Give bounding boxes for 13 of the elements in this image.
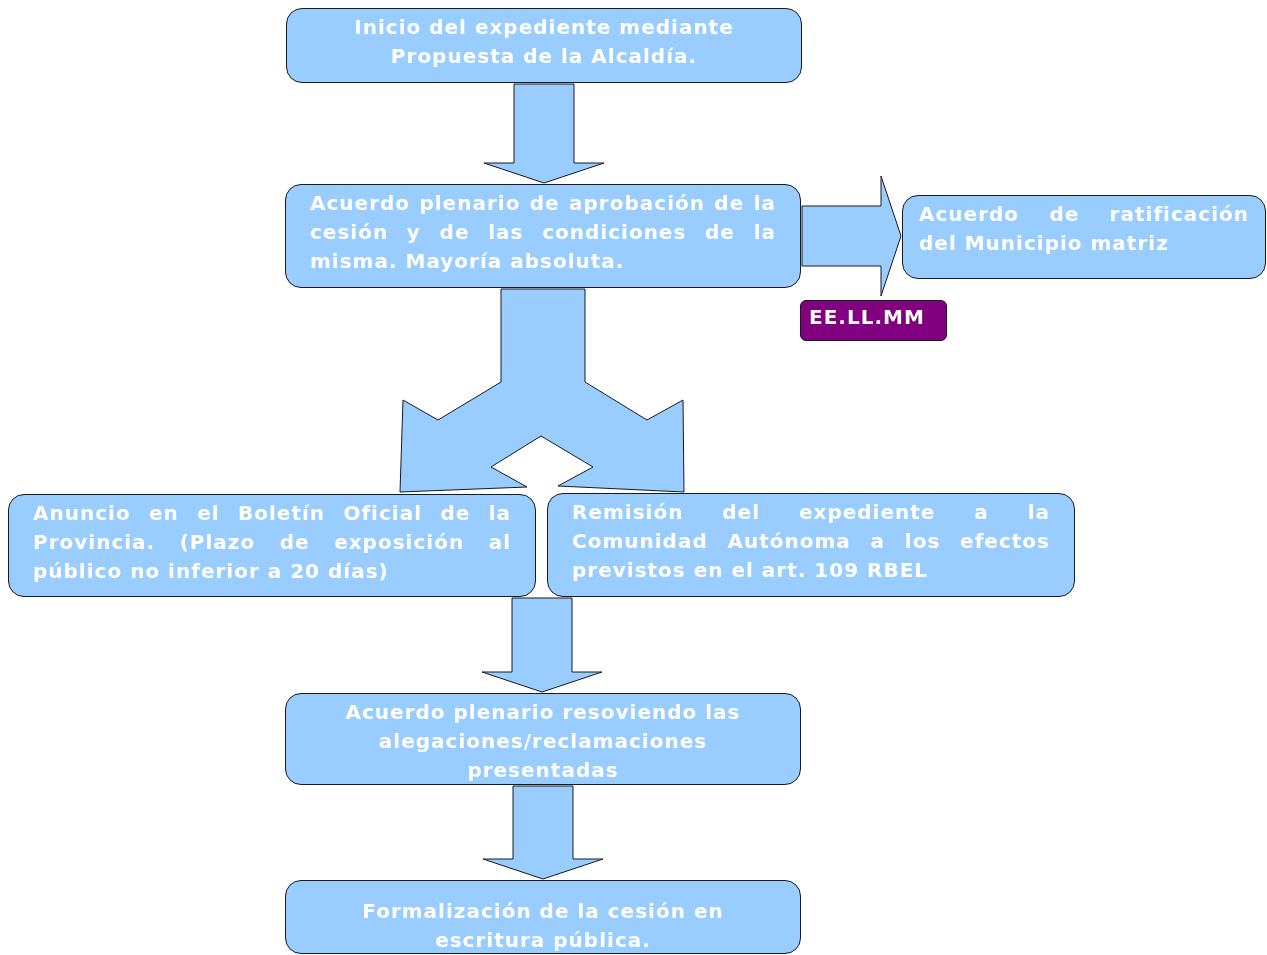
- block-arrow: [482, 785, 604, 880]
- process-box: Acuerdo plenario de aprobación de la cesión y de las condiciones de la misma. Mayoría absoluta.: [285, 184, 801, 288]
- process-box: Formalización de la cesión en escritura pública.: [285, 880, 801, 954]
- process-box: Acuerdo plenario resoviendo las alegaciones/reclamaciones presentadas: [285, 693, 801, 785]
- block-arrow: [399, 288, 685, 493]
- block-arrow: [801, 175, 902, 297]
- process-box: Remisión del expediente a la Comunidad Autónoma a los efectos previstos en el art. 109 RBEL: [547, 493, 1075, 597]
- process-box: Anuncio en el Boletín Oficial de la Provincia. (Plazo de exposición al público no inferior a 20 días): [8, 494, 536, 597]
- block-arrow: [483, 83, 605, 184]
- process-box: Acuerdo de ratificación del Municipio matriz: [902, 195, 1266, 279]
- tag-label: EE.LL.MM: [800, 300, 947, 341]
- process-box: Inicio del expediente mediante Propuesta de la Alcaldía.: [286, 8, 802, 83]
- block-arrow: [481, 597, 603, 693]
